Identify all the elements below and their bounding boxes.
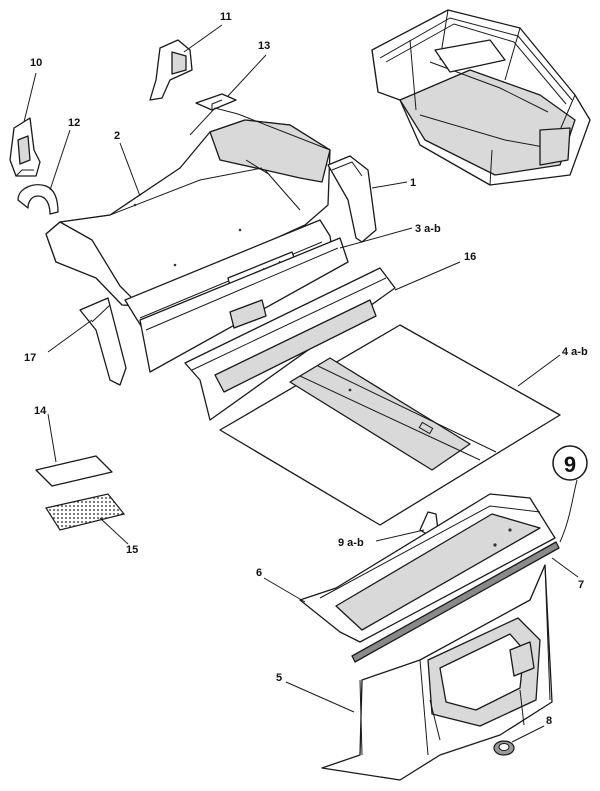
callout-11: 11 — [220, 11, 232, 23]
part-2-tub-liner — [45, 107, 331, 307]
callout-4: 4 a-b — [562, 346, 588, 358]
part-9-icon — [552, 445, 588, 481]
part-8-grommet — [493, 740, 515, 756]
callout-15: 15 — [126, 544, 138, 556]
callout-7: 7 — [578, 579, 584, 591]
part-7-seal — [351, 541, 560, 663]
part-11-bracket — [149, 39, 193, 101]
part-10-bracket — [9, 117, 41, 177]
callout-17: 17 — [24, 352, 36, 364]
part-13-clip — [195, 93, 237, 111]
callout-12: 12 — [68, 117, 80, 129]
callout-3: 3 a-b — [415, 223, 441, 235]
part-1-side-panel — [327, 155, 377, 243]
callout-10: 10 — [30, 57, 42, 69]
part-16-bulkhead — [184, 267, 396, 421]
part-17-trim — [79, 297, 127, 386]
part-14-mat — [35, 455, 113, 487]
callout-5: 5 — [276, 672, 282, 684]
callout-6: 6 — [256, 567, 262, 579]
part-15-mesh — [45, 493, 126, 531]
callout-13: 13 — [258, 40, 270, 52]
leader-lines — [23, 24, 579, 743]
callout-16: 16 — [464, 251, 476, 263]
callout-14: 14 — [34, 405, 47, 417]
part-3-lower-trim — [139, 237, 349, 373]
callout-9: 9 a-b — [338, 537, 364, 549]
callout-9-icon-glyph: 9 — [564, 452, 576, 477]
callout-2: 2 — [114, 130, 120, 142]
callout-8: 8 — [546, 715, 552, 727]
cab-frame — [371, 9, 591, 186]
part-4-floor-panel — [219, 324, 561, 526]
callout-1: 1 — [410, 177, 416, 189]
part-5-rear-body — [321, 564, 553, 781]
callout-labels: 1 2 3 a-b 4 a-b 5 6 7 8 9 a-b 9 10 11 12… — [24, 11, 588, 727]
part-12-arch — [17, 184, 59, 215]
part-6-rear-panel — [299, 493, 556, 643]
